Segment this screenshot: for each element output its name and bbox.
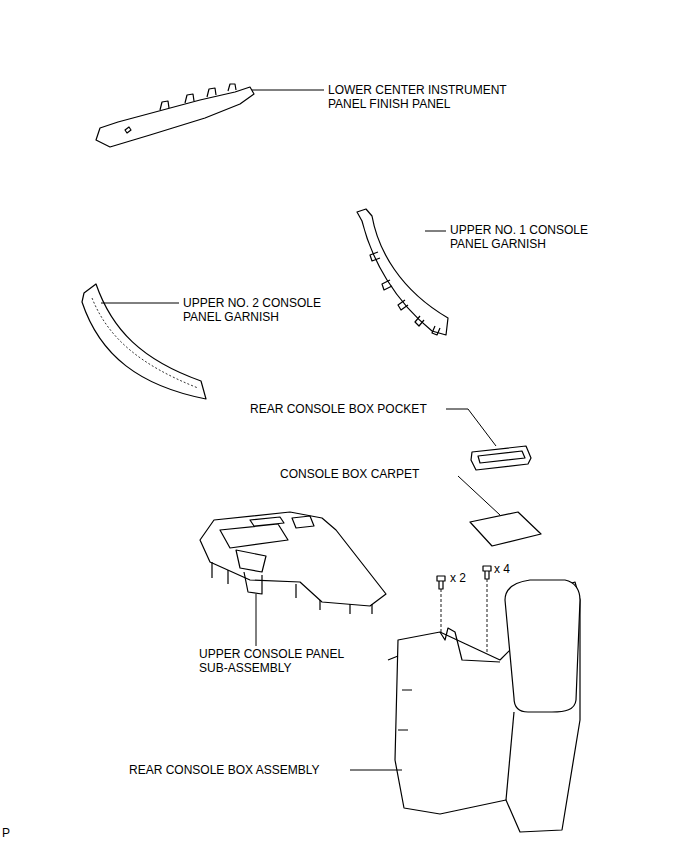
rear-console-part [388, 580, 580, 832]
leader-line [101, 90, 500, 770]
finish-panel-part [96, 84, 254, 147]
garnish-no1-part [357, 209, 448, 335]
quantity-label: x 2 [450, 571, 466, 585]
part-name: LOWER CENTER INSTRUMENT PANEL FINISH PAN… [328, 83, 518, 111]
carpet-part [470, 512, 541, 546]
figure-code: P [2, 826, 10, 840]
part-name: REAR CONSOLE BOX POCKET [250, 402, 427, 416]
pocket-part [471, 446, 531, 470]
quantity-label: x 4 [494, 562, 510, 576]
upper-console-part [200, 512, 386, 614]
part-name: CONSOLE BOX CARPET [280, 467, 419, 481]
part-name: REAR CONSOLE BOX ASSEMBLY [129, 763, 320, 777]
part-name: UPPER NO. 2 CONSOLE PANEL GARNISH [183, 296, 335, 324]
part-name: UPPER NO. 1 CONSOLE PANEL GARNISH [450, 223, 602, 251]
part-name: UPPER CONSOLE PANEL SUB-ASSEMBLY [199, 647, 359, 675]
